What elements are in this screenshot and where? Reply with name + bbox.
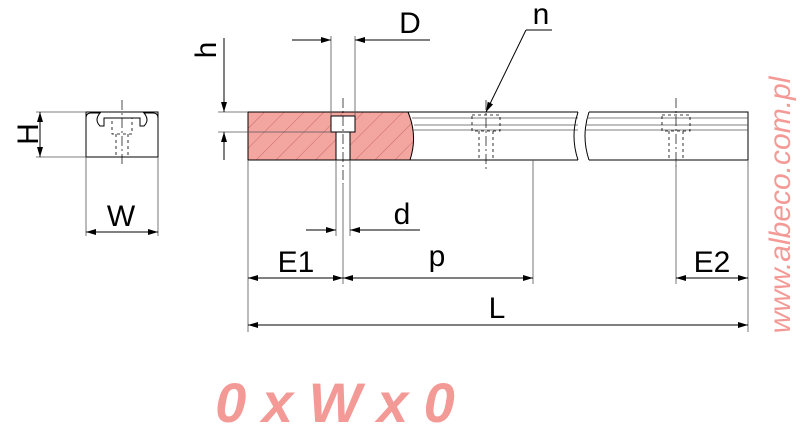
label-h: h — [190, 42, 223, 59]
rail-side-view — [247, 98, 749, 184]
website-watermark: www.albeco.com.pl — [764, 75, 797, 333]
n-leader-line — [485, 29, 527, 113]
label-d: d — [394, 198, 411, 231]
label-D: D — [399, 7, 421, 40]
break-line-right — [584, 111, 590, 161]
label-E2: E2 — [694, 246, 731, 279]
break-line-left — [573, 111, 579, 161]
product-size-title: 0 x W x 0 — [215, 371, 455, 434]
label-E1: E1 — [278, 246, 315, 279]
label-n: n — [533, 0, 550, 31]
label-H: H — [12, 123, 45, 145]
rail-end-view — [36, 100, 159, 236]
label-L: L — [489, 292, 506, 325]
label-W: W — [107, 200, 136, 233]
hole-3-counterbore — [661, 114, 691, 132]
label-p: p — [429, 240, 446, 273]
